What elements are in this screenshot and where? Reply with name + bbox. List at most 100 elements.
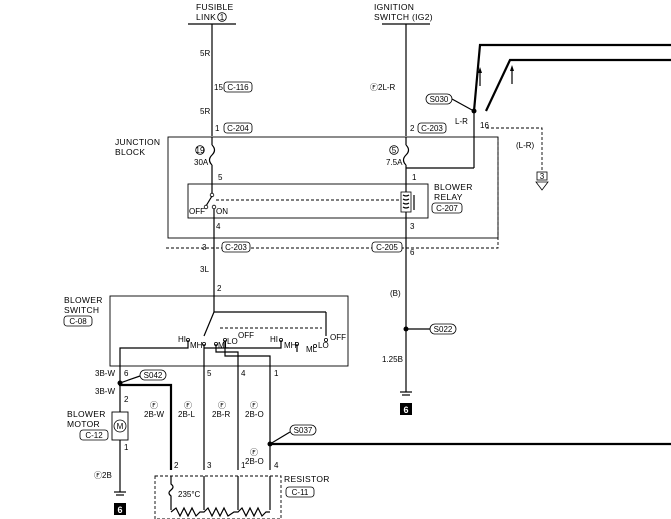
switch-arm-left (203, 311, 215, 337)
wire-5r-label-top: 5R (200, 49, 210, 58)
switch2-lo: LO (318, 341, 329, 350)
blower-relay-box (187, 183, 429, 219)
connector-c12-label: C-12 (85, 431, 103, 440)
arrow-up-2-head (510, 65, 514, 71)
jb-pin-2: 2 (410, 124, 415, 133)
blower-relay-label-2: RELAY (434, 192, 463, 202)
splice-s042-label: S042 (144, 371, 163, 380)
relay-contact-off (203, 204, 209, 210)
wire-125b-label: 1.25B (382, 355, 403, 364)
switch2-ml: ML (306, 345, 318, 354)
relay-contact-arm (205, 195, 213, 207)
feed-f2: Ⓕ (184, 401, 192, 410)
ignition-switch-label-2: SWITCH (IG2) (374, 12, 433, 22)
relay-off-label: OFF (189, 207, 205, 216)
splice-s030-leader (451, 98, 473, 111)
connector-c203-tag-top (417, 122, 447, 134)
fuse-5-number: 5 (392, 146, 397, 155)
switch2-off: OFF (330, 333, 346, 342)
ground-6-motor-box (114, 503, 126, 515)
fusible-link-number: 1 (220, 13, 225, 22)
switch-pin-2: 2 (217, 284, 222, 293)
ignition-switch-label-1: IGNITION (374, 2, 414, 12)
connector-c116-tag (223, 81, 253, 93)
resistor-pin-4: 4 (274, 461, 279, 470)
feed-f1: Ⓕ (150, 401, 158, 410)
relay-coil (400, 191, 412, 213)
ground-6-right-label: 6 (403, 405, 408, 415)
motor-pin-1: 1 (124, 443, 129, 452)
relay-contact-on (211, 204, 217, 210)
resistor-box (154, 475, 282, 519)
thermal-fuse-temp: 235°C (178, 490, 201, 499)
switch1-ml: ML (218, 341, 230, 350)
connector-c207-tag (431, 202, 463, 214)
splice-s042-leader (119, 375, 141, 384)
jb-pin-3-right: 3 (410, 222, 415, 231)
jb-bottom-right-pin: 6 (410, 248, 415, 257)
connector-c204-tag (223, 122, 253, 134)
feed-w5: 2B-O (245, 457, 264, 466)
connector-c11-label: C-11 (292, 488, 309, 497)
fuse-19-symbol (208, 137, 216, 188)
wire-3bw-label-2: 3B-W (95, 387, 115, 396)
blower-switch-label-1: BLOWER (64, 295, 103, 305)
resistor-pin-2: 2 (174, 461, 179, 470)
connector-c116-label: C-116 (227, 83, 249, 92)
ground-6-motor-label: 6 (117, 505, 122, 515)
feed-f5: Ⓕ (250, 448, 258, 457)
switch2-hi: HI (270, 335, 278, 344)
switch-pin-4: 4 (241, 369, 246, 378)
switch2-mh: MH (284, 341, 297, 350)
connector-c203-tag-bottom (221, 241, 251, 253)
connector-c204-label: C-204 (227, 124, 249, 133)
switch1-mh: MH (190, 341, 203, 350)
connector-c12-tag (79, 429, 109, 441)
resistor-label: RESISTOR (284, 474, 330, 484)
jb-pin-4: 4 (216, 222, 221, 231)
connector-c203-label-bottom: C-203 (225, 243, 247, 252)
resistor-pin-1: 1 (241, 461, 246, 470)
motor-pin-2: 2 (124, 395, 129, 404)
ground-ref-number: 3 (540, 172, 545, 181)
feed-w3: 2B-R (212, 410, 230, 419)
wire-2lr-label: Ⓕ2L-R (370, 83, 396, 92)
junction-block-label-1: JUNCTION (115, 137, 160, 147)
wire-2b-label: Ⓕ2B (94, 471, 112, 480)
feed-f3: Ⓕ (218, 401, 226, 410)
fuse-5-circle (389, 145, 399, 155)
splice-s022-label: S022 (434, 325, 453, 334)
resistor-pin-3: 3 (207, 461, 212, 470)
switch-out-hi2 (204, 340, 282, 349)
fuse-19-number: 19 (196, 146, 205, 155)
feed-w1: 2B-W (144, 410, 164, 419)
connector-c207-label: C-207 (436, 204, 458, 213)
pin-16-label: 16 (480, 121, 489, 130)
splice-s030-label: S030 (430, 95, 449, 104)
blower-switch-label-2: SWITCH (64, 305, 99, 315)
blower-motor-symbol (113, 419, 127, 433)
fusible-link-label-1: FUSIBLE (196, 2, 234, 12)
feed-f4: Ⓕ (250, 401, 258, 410)
wire-motor-to-resistor (118, 383, 173, 470)
resistor-zigzag (170, 506, 270, 518)
switch1-lo: LO (227, 337, 238, 346)
wire-lr-right-label: (L-R) (516, 141, 535, 150)
switch1-off: OFF (238, 331, 254, 340)
wire-thick-top-2 (485, 58, 671, 112)
wire-thick-top-1 (472, 43, 671, 112)
ground-ref-box (536, 171, 548, 181)
jb-bottom-left-pin: 3 (202, 243, 207, 252)
splice-s022-tag (429, 323, 457, 335)
fusible-link-label-2: LINK (196, 12, 216, 22)
relay-coil-winding (402, 194, 410, 209)
switch-contact-ml2 (312, 343, 317, 348)
fuse-5-rating: 7.5A (386, 158, 403, 167)
splice-s037-label: S037 (294, 426, 313, 435)
wire-3bw-label-1: 3B-W (95, 369, 115, 378)
feed-w2: 2B-L (178, 410, 195, 419)
fuse-19-circle (195, 145, 205, 155)
junction-block-dashed-shadow (166, 137, 499, 249)
connector-c203-label-top: C-203 (421, 124, 443, 133)
